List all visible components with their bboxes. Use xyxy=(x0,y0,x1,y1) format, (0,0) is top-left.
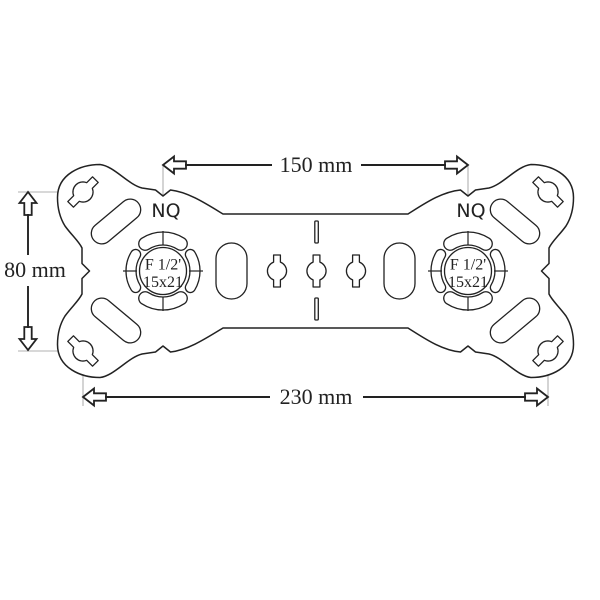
dimension-height-80: 80 mm xyxy=(4,190,66,352)
nq-label-left: NQ xyxy=(151,200,180,222)
fixture-right-label-line1: F 1/2' xyxy=(450,257,486,274)
dim-230-label: 230 mm xyxy=(280,384,353,409)
corner-keyhole-bottom-right xyxy=(532,335,564,367)
arrow-up-icon xyxy=(17,190,39,216)
dim-150-label: 150 mm xyxy=(280,152,353,177)
capsule-slot-right xyxy=(383,242,416,300)
arrow-left-icon xyxy=(161,154,187,176)
small-keyhole-left xyxy=(266,254,288,288)
arrow-left-icon xyxy=(81,386,107,408)
arrow-down-icon xyxy=(17,326,39,352)
fixture-left: F 1/2' 15x21 xyxy=(123,231,203,311)
corner-keyholes xyxy=(67,176,564,367)
capsule-slot-left xyxy=(215,242,248,300)
corner-keyhole-bottom-left xyxy=(67,335,99,367)
central-holes xyxy=(215,220,416,321)
fixture-left-circle xyxy=(138,246,188,296)
fixture-right-label-line2: 15x21 xyxy=(448,274,488,291)
center-slit-bottom xyxy=(314,297,319,321)
small-keyhole-center xyxy=(306,254,327,288)
center-slit-top xyxy=(314,220,319,244)
fixture-right: F 1/2' 15x21 xyxy=(428,231,508,311)
nq-label-right: NQ xyxy=(456,200,485,222)
arrow-right-icon xyxy=(444,154,470,176)
fixture-left-label-line1: F 1/2' xyxy=(145,257,181,274)
diagonal-slots xyxy=(90,198,541,344)
diagonal-slot-bottom-left xyxy=(90,297,142,344)
fixture-left-label-line2: 15x21 xyxy=(143,274,183,291)
nq-labels: NQ NQ xyxy=(151,200,485,222)
corner-keyhole-top-right xyxy=(532,176,564,208)
dimension-inner-150: 150 mm xyxy=(161,152,470,177)
arrow-right-icon xyxy=(524,386,550,408)
diagonal-slot-bottom-right xyxy=(489,297,541,344)
corner-keyhole-top-left xyxy=(67,176,99,208)
small-keyhole-right xyxy=(345,254,367,288)
dim-80-label: 80 mm xyxy=(4,257,66,282)
fixture-right-circle xyxy=(443,246,493,296)
diagonal-slot-top-right xyxy=(489,198,541,245)
dimension-overall-230: 230 mm xyxy=(81,384,550,409)
